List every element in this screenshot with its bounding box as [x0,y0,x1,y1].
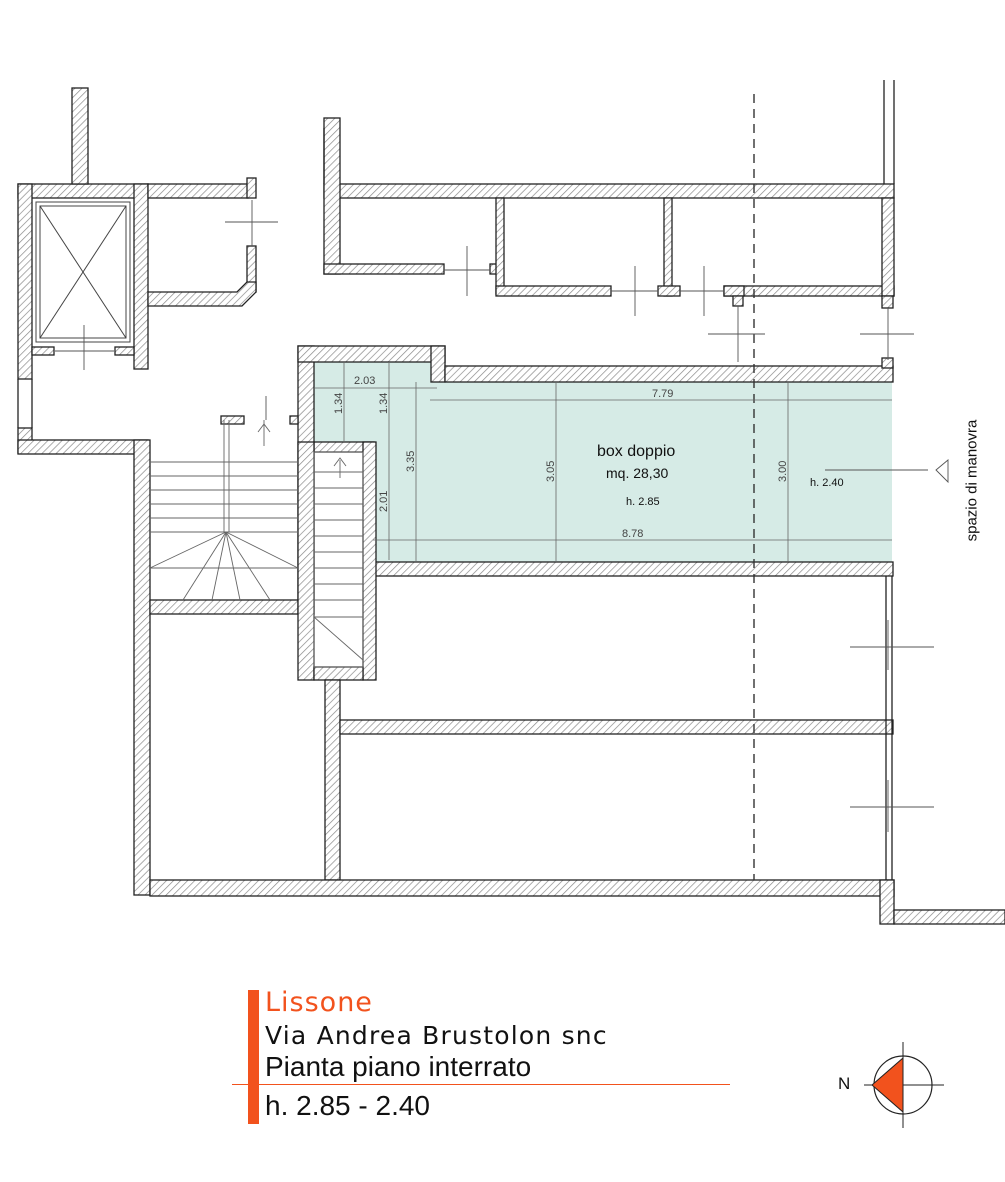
dimension-labels: 2.03 1.34 1.34 7.79 3.35 2.01 3.05 3.00 … [333,375,789,540]
door-markers [55,200,949,832]
dim-1-34-a: 1.34 [333,393,345,414]
room-height-low: h. 2.40 [810,477,844,489]
title-height: h. 2.85 - 2.40 [265,1090,431,1121]
box-doppio-room[interactable] [314,362,892,562]
title-accent-bar [248,990,259,1124]
dim-1-34-b: 1.34 [378,393,390,414]
title-block: Lissone Via Andrea Brustolon snc Pianta … [232,987,738,1124]
walls [17,87,1005,925]
dim-3-00: 3.00 [777,461,789,482]
maneuver-space-label: spazio di manovra [963,419,981,542]
dim-2-03: 2.03 [354,375,375,387]
north-arrow-icon [864,1042,944,1128]
dim-8-78: 8.78 [622,528,643,540]
room-name: box doppio [597,443,675,460]
title-street: Via Andrea Brustolon snc [265,1021,608,1050]
dim-2-01: 2.01 [378,491,390,512]
title-rule [232,1084,730,1085]
dimension-lines [314,362,892,562]
lift-shaft [35,201,131,343]
title-plan: Pianta piano interrato [265,1051,532,1082]
room-area: mq. 28,30 [606,465,668,481]
dim-3-05: 3.05 [545,461,557,482]
structure-lines [17,80,895,880]
compass-label: N [838,1074,851,1093]
dim-3-35: 3.35 [405,451,417,472]
title-city: Lissone [265,987,373,1018]
dim-7-79: 7.79 [652,388,673,400]
room-height-main: h. 2.85 [626,496,660,508]
staircase-left [149,420,299,601]
staircase-inner [313,451,364,668]
